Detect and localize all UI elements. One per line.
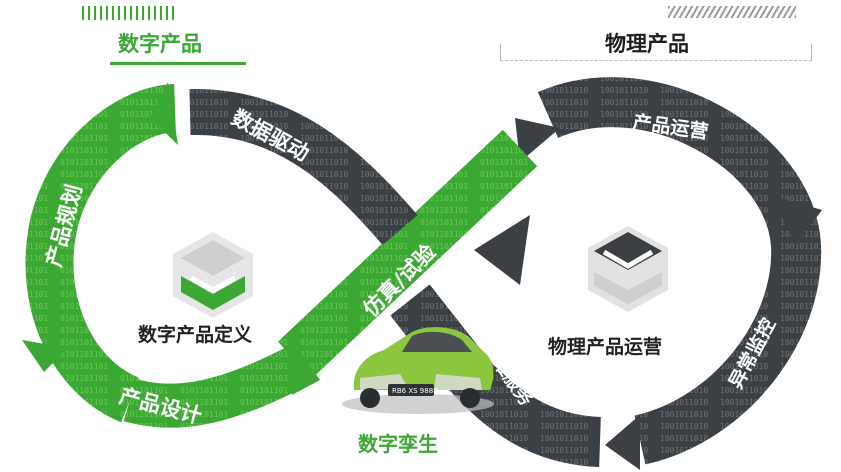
digital-cross-diagonal (277, 129, 538, 379)
digital-logo-icon (173, 232, 253, 318)
label-digital-twin: 数字孪生 (358, 432, 438, 456)
label-physical-product-operation: 物理产品运营 (548, 336, 663, 358)
header-digital-underline (110, 62, 246, 65)
header-physical-product: 物理产品 (605, 32, 689, 56)
arrow-maintenance-up (474, 215, 530, 285)
digital-loop-arc (25, 84, 178, 423)
arrow-plan-down (22, 340, 68, 372)
header-physical-bracket (500, 44, 812, 61)
header-digital-product: 数字产品 (118, 32, 202, 56)
label-digital-product-definition: 数字产品定义 (138, 324, 253, 346)
header-physical-decoration (668, 6, 796, 18)
arrow-operation-down (770, 195, 822, 245)
physical-logo-icon (588, 226, 668, 312)
car-image: RB6 XS 9888 (342, 327, 494, 414)
digital-loop-bottom (123, 345, 310, 428)
arrow-data-drive-left (150, 82, 178, 145)
physical-loop-arc (537, 77, 822, 465)
header-digital-decoration (82, 6, 174, 20)
arrow-monitor-down (605, 415, 640, 470)
data-drive-band (189, 88, 418, 245)
arrow-design-right (292, 352, 320, 395)
arrow-sim-right (515, 118, 560, 162)
car-plate: RB6 XS 9888 (392, 387, 438, 395)
